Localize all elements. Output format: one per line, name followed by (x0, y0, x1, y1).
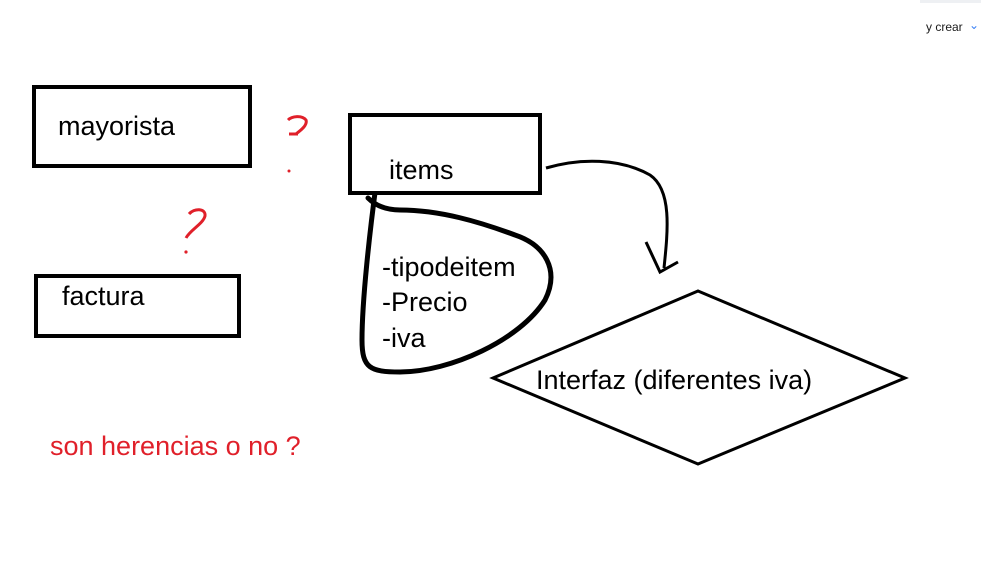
attribute-precio: -Precio (382, 287, 468, 317)
mayorista-box (32, 85, 252, 168)
items-label: items (389, 155, 454, 185)
interface-diamond (489, 289, 909, 466)
chevron-down-icon[interactable]: ⌄ (969, 18, 980, 32)
attribute-iva: -iva (382, 323, 426, 353)
interface-label: Interfaz (diferentes iva) (536, 365, 813, 395)
question-text: son herencias o no ? (50, 431, 301, 461)
factura-label: factura (62, 281, 145, 311)
toolbar-label[interactable]: y crear (926, 20, 963, 34)
question-mark-red-2 (184, 208, 207, 239)
attribute-tipodeitem: -tipodeitem (382, 252, 516, 282)
attributes-loop (359, 182, 554, 375)
arrow-items-to-interface (545, 159, 669, 269)
items-box (348, 113, 542, 195)
factura-box (34, 274, 241, 338)
arrowhead (644, 241, 679, 275)
mayorista-label: mayorista (58, 111, 176, 141)
toolbar-fragment: y crear ⌄ (920, 0, 981, 51)
question-mark-red-1 (286, 115, 308, 136)
